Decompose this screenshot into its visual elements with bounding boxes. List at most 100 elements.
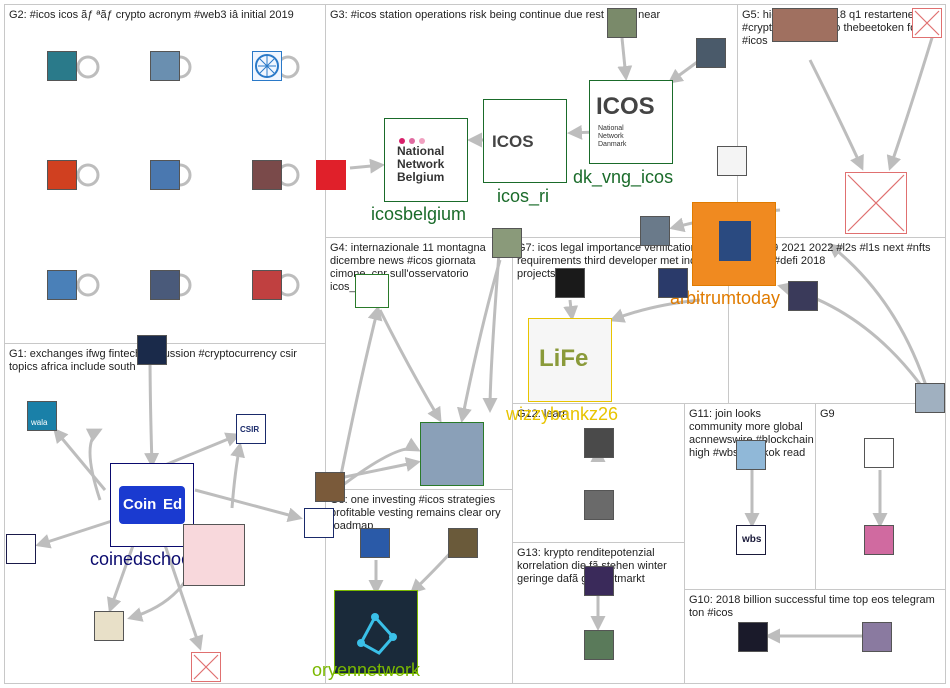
edge xyxy=(378,309,442,423)
edge xyxy=(667,58,701,84)
logo-line: Danmark xyxy=(598,141,627,148)
avatar-node[interactable] xyxy=(150,51,180,81)
avatar-node[interactable] xyxy=(315,472,345,502)
avatar-node[interactable] xyxy=(607,8,637,38)
avatar-node[interactable] xyxy=(738,622,768,652)
group-g8: G8: one investing #icos strategies profi… xyxy=(325,489,513,684)
icos-ri-label: icos_ri xyxy=(497,186,550,206)
avatar-node[interactable] xyxy=(94,611,124,641)
logo-line: National xyxy=(397,144,445,158)
dk-vng-icos-label: dk_vng_icos xyxy=(573,167,674,187)
logo-line: Belgium xyxy=(397,170,445,184)
edge xyxy=(106,539,137,613)
edge xyxy=(163,544,204,651)
group-label: G1: exchanges ifwg fintech discussion #c… xyxy=(9,348,297,373)
dk-logo-lines: National Network Danmark xyxy=(598,125,626,149)
edge xyxy=(617,37,633,81)
logo-line: National xyxy=(598,125,624,132)
group-g13: G13: krypto renditepotenzial korrelation… xyxy=(512,542,685,684)
group-label: G10: 2018 billion successful time top eo… xyxy=(689,594,935,619)
broken-image-node[interactable] xyxy=(845,172,907,234)
coined-logo-text-2: Ed xyxy=(163,496,183,513)
avatar-node[interactable] xyxy=(584,630,614,660)
avatar-node[interactable] xyxy=(183,524,245,586)
avatar-node[interactable] xyxy=(915,383,945,413)
edge xyxy=(53,427,107,491)
avatar-node[interactable] xyxy=(492,228,522,258)
wala-node[interactable]: wala xyxy=(27,401,57,431)
group-label: G9 xyxy=(820,408,835,420)
avatar-node[interactable] xyxy=(304,508,334,538)
wizzybankz26-node[interactable]: LiFe xyxy=(528,318,612,402)
avatar-node[interactable] xyxy=(658,268,688,298)
avatar-node[interactable] xyxy=(316,160,346,190)
group-label: G2: #icos icos ãƒ ªãƒ crypto acronym #we… xyxy=(9,9,294,21)
group-g10: G10: 2018 billion successful time top eo… xyxy=(684,589,946,684)
oryennetwork-label: oryennetwork xyxy=(312,660,421,680)
broken-image-icon xyxy=(914,10,940,36)
avatar-node[interactable] xyxy=(150,160,180,190)
csir-logo-text: CSIR xyxy=(240,425,260,434)
avatar-node[interactable] xyxy=(47,270,77,300)
arbitrumtoday-node[interactable] xyxy=(692,202,776,286)
edge xyxy=(194,488,303,523)
edge xyxy=(456,259,502,423)
coinedschool-node[interactable]: Coin Ed xyxy=(110,463,194,547)
group-g11: G11: join looks community more global ac… xyxy=(684,403,816,590)
avatar-node[interactable] xyxy=(584,490,614,520)
icosbelgium-label: icosbelgium xyxy=(371,204,467,224)
broken-image-icon xyxy=(193,654,219,680)
avatar-node[interactable] xyxy=(150,270,180,300)
avatar-node[interactable] xyxy=(584,566,614,596)
arbitrumtoday-label: arbitrumtoday xyxy=(670,288,781,308)
avatar-node[interactable] xyxy=(788,281,818,311)
logo-line: Network xyxy=(598,133,624,140)
wbs-logo-text: wbs xyxy=(742,534,762,545)
dots-icon xyxy=(399,131,425,149)
avatar-node[interactable] xyxy=(696,38,726,68)
dk-vng-icos-node[interactable]: ICOS National Network Danmark xyxy=(589,80,673,164)
edge xyxy=(85,428,103,501)
oryen-logo-icon xyxy=(357,613,397,655)
icosbelgium-node[interactable]: National Network Belgium xyxy=(384,118,468,202)
coined-logo-badge: Coin Ed xyxy=(119,486,185,524)
icosbelgium-logo-text: National Network Belgium xyxy=(397,145,444,184)
network-globe-icon xyxy=(255,54,279,78)
avatar-node[interactable] xyxy=(864,438,894,468)
avatar-node[interactable] xyxy=(47,160,77,190)
edge xyxy=(482,239,502,413)
group-g4: G4: internazionale 11 montagna dicembre … xyxy=(325,237,513,490)
avatar-node[interactable] xyxy=(47,51,77,81)
broken-image-node[interactable] xyxy=(191,652,221,682)
avatar-node[interactable] xyxy=(252,51,282,81)
mountain-photo-node[interactable] xyxy=(420,422,484,486)
avatar-node[interactable] xyxy=(137,335,167,365)
avatar-node[interactable] xyxy=(772,8,838,42)
avatar-node[interactable] xyxy=(584,428,614,458)
avatar-node[interactable] xyxy=(448,528,478,558)
avatar-node[interactable] xyxy=(355,274,389,308)
avatar-node[interactable] xyxy=(862,622,892,652)
avatar-node[interactable] xyxy=(360,528,390,558)
broken-image-node[interactable] xyxy=(912,8,942,38)
avatar-node[interactable] xyxy=(864,525,894,555)
edge xyxy=(609,298,701,323)
icos-ri-logo-text: ICOS xyxy=(492,132,534,151)
edge xyxy=(338,305,383,481)
avatar-node[interactable] xyxy=(252,160,282,190)
csir-node[interactable]: CSIR xyxy=(236,414,266,444)
avatar-node[interactable] xyxy=(6,534,36,564)
avatar-node[interactable] xyxy=(640,216,670,246)
oryennetwork-node[interactable] xyxy=(334,590,418,674)
avatar-node[interactable] xyxy=(252,270,282,300)
edge xyxy=(827,243,932,399)
icos-ri-node[interactable]: ICOS xyxy=(483,99,567,183)
avatar-node[interactable] xyxy=(717,146,747,176)
arbitrum-logo-icon xyxy=(719,221,751,261)
wbs-node[interactable]: wbs xyxy=(736,525,766,555)
avatar-node[interactable] xyxy=(736,440,766,470)
edge xyxy=(886,27,937,171)
wizzybankz26-label: wizzybankz26 xyxy=(506,404,619,424)
avatar-node[interactable] xyxy=(555,268,585,298)
